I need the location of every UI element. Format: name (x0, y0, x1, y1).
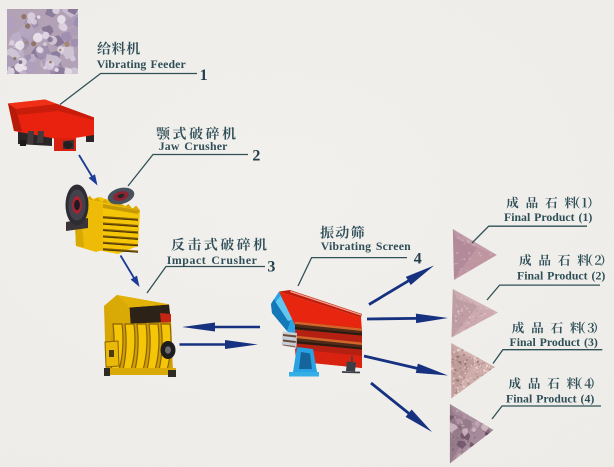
svg-text:Final Product (1): Final Product (1) (504, 210, 592, 224)
svg-text:Jaw Crusher: Jaw Crusher (159, 139, 228, 153)
svg-text:1: 1 (200, 67, 208, 84)
svg-text:Vibrating Screen: Vibrating Screen (321, 239, 411, 253)
svg-text:Final Product (4): Final Product (4) (506, 392, 594, 406)
svg-text:Final Product (2): Final Product (2) (517, 269, 605, 283)
svg-text:3: 3 (267, 259, 275, 276)
svg-text:Final Product (3): Final Product (3) (510, 335, 598, 349)
svg-text:2: 2 (252, 148, 260, 165)
svg-text:Vibrating Feeder: Vibrating Feeder (97, 57, 186, 71)
svg-text:4: 4 (414, 251, 422, 268)
svg-text:Impact Crusher: Impact Crusher (167, 253, 258, 267)
